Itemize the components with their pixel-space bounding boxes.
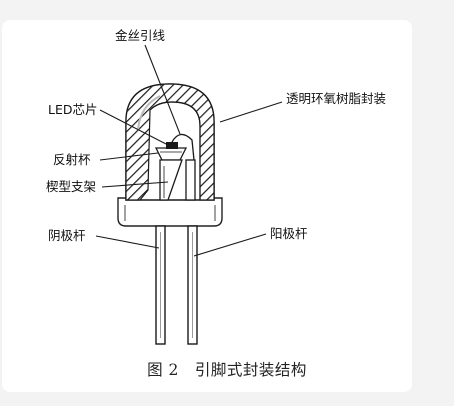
figure-caption: 图 2 引脚式封装结构 — [147, 361, 307, 379]
label-anode-rod: 阳极杆 — [270, 226, 308, 241]
cathode-lead — [155, 225, 166, 345]
leader-epoxy — [219, 101, 283, 123]
leader-gold-wire — [144, 44, 181, 135]
label-wedge-frame: 楔型支架 — [46, 179, 96, 194]
reflector-cup — [154, 147, 188, 161]
leader-led-chip — [99, 109, 167, 145]
label-reflector-cup: 反射杯 — [53, 152, 91, 167]
leader-wedge-frame — [101, 181, 169, 188]
leader-lines — [95, 44, 283, 257]
label-led-chip: LED芯片 — [48, 102, 98, 117]
gold-wire — [171, 133, 195, 161]
anode-post — [185, 159, 196, 201]
leader-anode-rod — [193, 233, 267, 257]
epoxy-flange — [117, 197, 223, 227]
leader-reflector-cup — [99, 152, 159, 161]
label-gold-wire: 金丝引线 — [115, 28, 166, 43]
anode-lead — [187, 225, 198, 345]
label-epoxy-encapsulation: 透明环氧树脂封装 — [286, 91, 386, 106]
label-cathode-rod: 阴极杆 — [48, 228, 86, 243]
leader-cathode-rod — [95, 235, 160, 249]
led-chip — [166, 142, 178, 149]
